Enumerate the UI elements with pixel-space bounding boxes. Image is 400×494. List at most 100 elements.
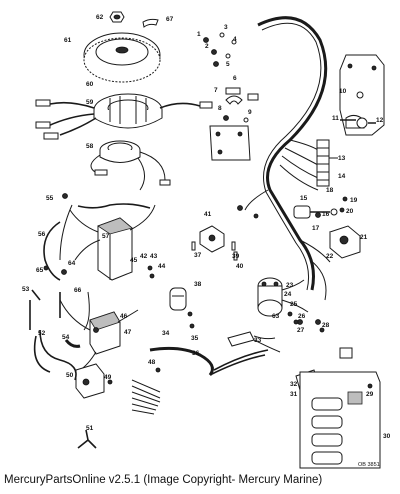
- callout-12: 12: [376, 117, 384, 124]
- callout-62: 62: [96, 14, 104, 21]
- switch-box[interactable]: [97, 217, 133, 281]
- callout-64: 64: [68, 260, 76, 267]
- callout-4: 4: [233, 36, 237, 43]
- callout-labels: 62 67 61 1 2 3 4 5 6 7 8 9 10 11 12 13 1…: [22, 14, 391, 440]
- stator-terminals: [35, 99, 213, 140]
- callout-23: 23: [286, 282, 294, 289]
- decal[interactable]: [142, 18, 159, 28]
- spark-plug-leads[interactable]: [29, 289, 77, 381]
- cover-plate[interactable]: [299, 371, 381, 469]
- loom[interactable]: [209, 349, 269, 376]
- callout-46: 46: [120, 313, 128, 320]
- callout-42: 42: [140, 253, 148, 260]
- bullet-connectors[interactable]: [191, 241, 238, 261]
- clamp-bracket[interactable]: [227, 331, 255, 347]
- callout-32: 32: [290, 381, 298, 388]
- callout-18: 18: [326, 187, 334, 194]
- harness-outline: [261, 22, 322, 291]
- callout-49: 49: [104, 374, 112, 381]
- trigger-terminals: [94, 169, 171, 186]
- bracket-clamp[interactable]: [340, 117, 376, 129]
- fuse-holder[interactable]: [169, 287, 187, 311]
- coil-assembly[interactable]: [75, 363, 105, 399]
- callout-3: 3: [224, 24, 228, 31]
- callout-60: 60: [86, 81, 94, 88]
- callout-7: 7: [214, 87, 218, 94]
- callout-38: 38: [194, 281, 202, 288]
- callout-14: 14: [338, 173, 346, 180]
- callout-59: 59: [86, 99, 94, 106]
- stator-leads: [47, 101, 201, 136]
- sender-switch[interactable]: [293, 205, 338, 219]
- bolt[interactable]: [339, 347, 353, 359]
- callout-39: 39: [232, 253, 240, 260]
- callout-16: 16: [322, 211, 330, 218]
- cable-66[interactable]: [83, 291, 90, 331]
- connector-assembly[interactable]: [199, 225, 225, 253]
- callout-2: 2: [205, 43, 209, 50]
- callout-57: 57: [102, 233, 110, 240]
- switch-box-leads: [59, 204, 156, 261]
- callout-63: 63: [272, 313, 280, 320]
- callout-28: 28: [322, 322, 330, 329]
- starter-solenoid[interactable]: [257, 277, 283, 317]
- trigger[interactable]: [99, 140, 141, 163]
- callout-55: 55: [46, 195, 54, 202]
- callout-22: 22: [326, 253, 334, 260]
- copyright-caption: MercuryPartsOnline v2.5.1 (Image Copyrig…: [4, 474, 323, 486]
- callout-41: 41: [204, 211, 212, 218]
- cable-clip[interactable]: [225, 95, 243, 105]
- drawing-code: OB 3851: [358, 462, 380, 468]
- callout-45: 45: [130, 257, 138, 264]
- callout-30: 30: [383, 433, 391, 440]
- callout-8: 8: [218, 105, 222, 112]
- terminal-lugs[interactable]: [287, 311, 325, 333]
- callout-29: 29: [366, 391, 374, 398]
- stator[interactable]: [93, 93, 163, 129]
- boot-lead[interactable]: [64, 339, 81, 348]
- footer: MercuryPartsOnline v2.5.1 (Image Copyrig…: [0, 470, 400, 494]
- small-brackets[interactable]: [225, 87, 259, 101]
- spark-cable[interactable]: [77, 429, 97, 449]
- callout-24: 24: [284, 291, 292, 298]
- terminal-block[interactable]: [316, 139, 330, 187]
- battery-cable[interactable]: [43, 221, 61, 281]
- flywheel-nut[interactable]: [109, 11, 125, 23]
- solenoid-leads: [281, 279, 309, 313]
- callout-51: 51: [86, 425, 94, 432]
- callout-34: 34: [162, 330, 170, 337]
- callout-1: 1: [197, 31, 201, 38]
- callout-25: 25: [290, 301, 298, 308]
- callout-35: 35: [191, 335, 199, 342]
- callout-11: 11: [332, 115, 339, 122]
- callout-9: 9: [248, 109, 252, 116]
- callout-53: 53: [22, 286, 30, 293]
- callout-15: 15: [300, 195, 308, 202]
- callout-52: 52: [38, 330, 46, 337]
- ignition-coil[interactable]: [89, 311, 121, 355]
- fasteners[interactable]: [43, 32, 348, 385]
- callout-43: 43: [150, 253, 158, 260]
- callout-21: 21: [360, 234, 368, 241]
- callout-27: 27: [297, 327, 305, 334]
- lower-harness[interactable]: [149, 346, 214, 376]
- callout-17: 17: [312, 225, 320, 232]
- rectifier[interactable]: [328, 225, 362, 259]
- mount-plate[interactable]: [209, 125, 251, 161]
- callout-36: 36: [192, 350, 200, 357]
- callout-33: 33: [254, 337, 262, 344]
- callout-56: 56: [38, 231, 46, 238]
- callout-10: 10: [339, 88, 347, 95]
- exploded-parts-diagram: 62 67 61 1 2 3 4 5 6 7 8 9 10 11 12 13 1…: [22, 11, 391, 469]
- callout-54: 54: [62, 334, 70, 341]
- callout-61: 61: [64, 37, 72, 44]
- ground-lead[interactable]: [77, 203, 151, 209]
- callout-19: 19: [350, 197, 358, 204]
- callout-37: 37: [194, 252, 202, 259]
- callout-40: 40: [236, 263, 244, 270]
- callout-20: 20: [346, 208, 354, 215]
- callout-47: 47: [124, 329, 132, 336]
- callout-26: 26: [298, 313, 306, 320]
- flywheel[interactable]: [83, 32, 161, 83]
